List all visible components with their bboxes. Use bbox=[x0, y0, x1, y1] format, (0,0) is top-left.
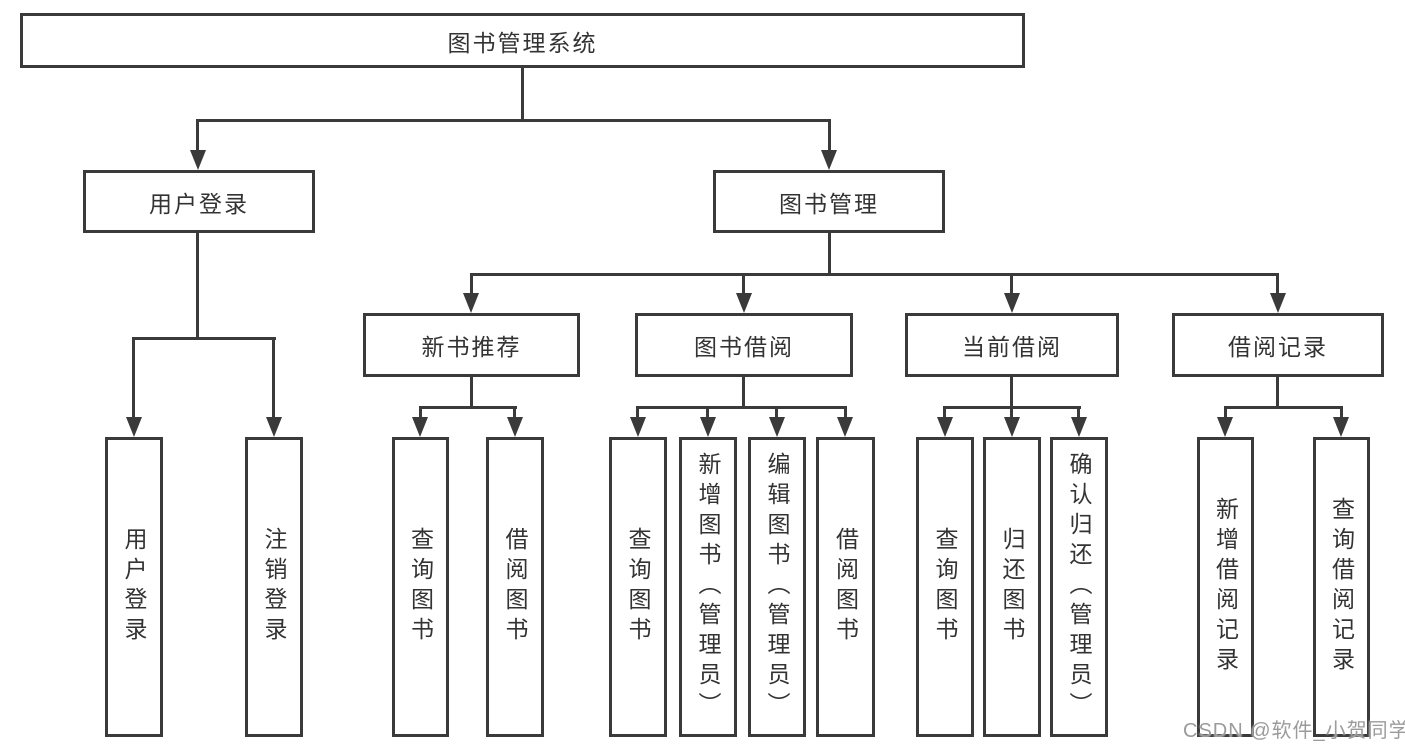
connector-drop bbox=[775, 406, 778, 419]
arrow-down-icon bbox=[507, 417, 523, 437]
arrow-down-icon bbox=[736, 293, 752, 313]
arrow-down-icon bbox=[266, 417, 282, 437]
arrow-down-icon bbox=[937, 417, 953, 437]
connector-drop-user-login bbox=[196, 119, 199, 152]
connector-records-stem bbox=[1276, 377, 1279, 408]
connector-new-book-bar bbox=[419, 406, 517, 409]
connector-drop-current-borrow bbox=[1010, 273, 1013, 294]
node-book-management: 图书管理 bbox=[713, 170, 945, 233]
connector-drop-new-book bbox=[470, 273, 473, 294]
leaf-add-borrow-record: 新增借阅记录 bbox=[1197, 437, 1254, 737]
connector-drop-borrow-records bbox=[1276, 273, 1279, 294]
connector-drop bbox=[1340, 406, 1343, 419]
node-user-login: 用户登录 bbox=[83, 170, 315, 233]
connector-drop bbox=[636, 406, 639, 419]
connector-user-login-bar bbox=[132, 337, 276, 340]
leaf-borrow-books-recommend: 借阅图书 bbox=[486, 437, 544, 737]
node-borrowing-records: 借阅记录 bbox=[1172, 313, 1384, 377]
leaf-add-book-admin: 新增图书（管理员） bbox=[679, 437, 737, 737]
arrow-down-icon bbox=[630, 417, 646, 437]
leaf-user-login: 用户登录 bbox=[105, 437, 163, 737]
connector-drop bbox=[1224, 406, 1227, 419]
leaf-query-books-current: 查询图书 bbox=[916, 437, 974, 737]
connector-book-management-bar bbox=[470, 273, 1278, 276]
arrow-down-icon bbox=[769, 417, 785, 437]
connector-current-borrow-bar bbox=[945, 406, 1081, 409]
connector-current-borrow-stem bbox=[1010, 377, 1013, 408]
connector-drop bbox=[1077, 406, 1080, 419]
leaf-logout: 注销登录 bbox=[245, 437, 303, 737]
connector-book-borrow-bar bbox=[637, 406, 847, 409]
leaf-query-borrow-record: 查询借阅记录 bbox=[1313, 437, 1370, 737]
connector-drop-book-borrow bbox=[742, 273, 745, 294]
arrow-down-icon bbox=[1004, 417, 1020, 437]
arrow-down-icon bbox=[700, 417, 716, 437]
leaf-confirm-return-admin: 确认归还（管理员） bbox=[1050, 437, 1108, 737]
arrow-down-icon bbox=[1071, 417, 1087, 437]
arrow-down-icon bbox=[837, 417, 853, 437]
leaf-edit-book-admin: 编辑图书（管理员） bbox=[748, 437, 806, 737]
node-current-borrowing: 当前借阅 bbox=[905, 313, 1119, 377]
connector-drop bbox=[1010, 406, 1013, 419]
connector-book-management-stem bbox=[828, 233, 831, 275]
connector-root-bar bbox=[197, 119, 831, 122]
node-library-management-system: 图书管理系统 bbox=[20, 13, 1025, 68]
connector-drop bbox=[513, 406, 516, 419]
csdn-watermark: CSDN @软件_小贺同学 bbox=[1183, 720, 1405, 742]
connector-drop bbox=[706, 406, 709, 419]
node-book-borrowing: 图书借阅 bbox=[635, 313, 853, 377]
leaf-borrow-books: 借阅图书 bbox=[816, 437, 875, 737]
arrow-down-icon bbox=[1004, 293, 1020, 313]
connector-records-bar bbox=[1224, 406, 1343, 409]
connector-drop bbox=[844, 406, 847, 419]
connector-root-stem bbox=[521, 68, 524, 121]
connector-drop-leaf-user-login bbox=[132, 337, 135, 419]
connector-user-login-stem bbox=[196, 233, 199, 339]
arrow-down-icon bbox=[1217, 417, 1233, 437]
leaf-query-books-borrowing: 查询图书 bbox=[609, 437, 667, 737]
arrow-down-icon bbox=[1333, 417, 1349, 437]
connector-drop bbox=[419, 406, 422, 419]
arrow-down-icon bbox=[463, 293, 479, 313]
leaf-return-book: 归还图书 bbox=[983, 437, 1041, 737]
connector-drop bbox=[943, 406, 946, 419]
arrow-down-icon bbox=[126, 417, 142, 437]
node-new-book-recommend: 新书推荐 bbox=[363, 313, 580, 377]
arrow-down-icon bbox=[190, 150, 206, 170]
leaf-query-books-recommend: 查询图书 bbox=[392, 437, 449, 737]
arrow-down-icon bbox=[1270, 293, 1286, 313]
connector-drop-book-management bbox=[828, 119, 831, 152]
connector-new-book-stem bbox=[470, 377, 473, 408]
arrow-down-icon bbox=[821, 150, 837, 170]
arrow-down-icon bbox=[412, 417, 428, 437]
connector-drop-leaf-logout bbox=[272, 337, 275, 419]
connector-book-borrow-stem bbox=[742, 377, 745, 408]
